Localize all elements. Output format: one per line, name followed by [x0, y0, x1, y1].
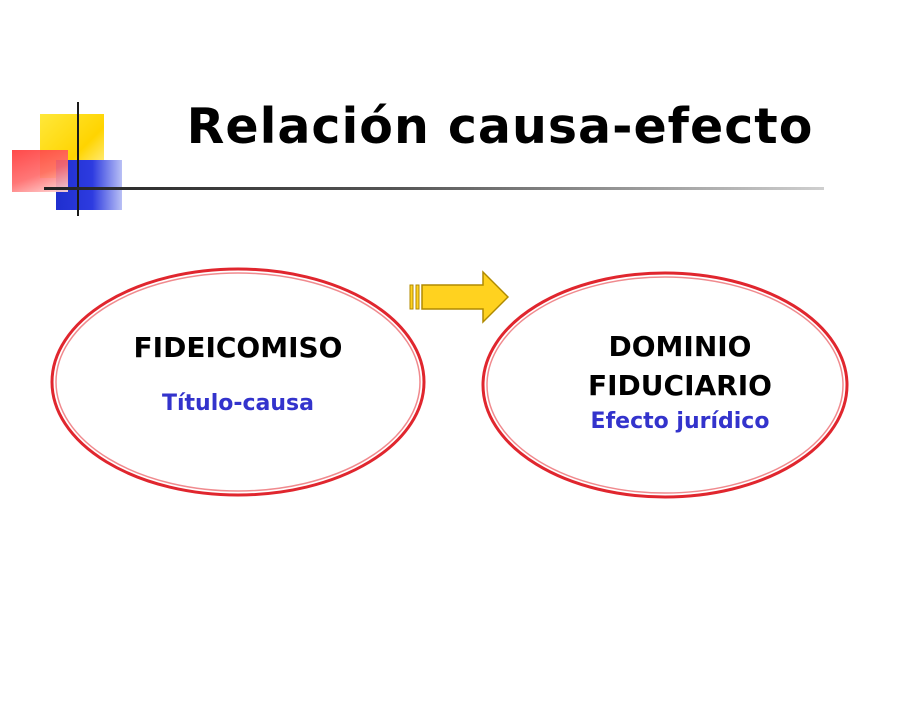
right-node-label-line2: FIDUCIARIO — [588, 369, 772, 402]
left-node-ellipse-inner — [55, 272, 421, 492]
decorative-vertical-line — [77, 102, 79, 216]
left-node-text: FIDEICOMISO Título-causa — [58, 328, 418, 419]
right-node-ellipse — [481, 271, 849, 499]
right-node-sublabel: Efecto jurídico — [590, 409, 770, 434]
right-arrow-icon — [409, 270, 510, 324]
left-node-ellipse — [50, 267, 426, 497]
right-node-ellipse-inner — [486, 276, 844, 494]
left-node-label: FIDEICOMISO — [133, 331, 343, 364]
left-node-sublabel: Título-causa — [161, 391, 314, 416]
decorative-red-square — [12, 150, 68, 192]
slide-title: Relación causa-efecto — [186, 98, 814, 155]
right-node-text: DOMINIO FIDUCIARIO Efecto jurídico — [495, 327, 865, 437]
title-underline — [44, 187, 824, 190]
right-node-label-line1: DOMINIO — [608, 330, 752, 363]
